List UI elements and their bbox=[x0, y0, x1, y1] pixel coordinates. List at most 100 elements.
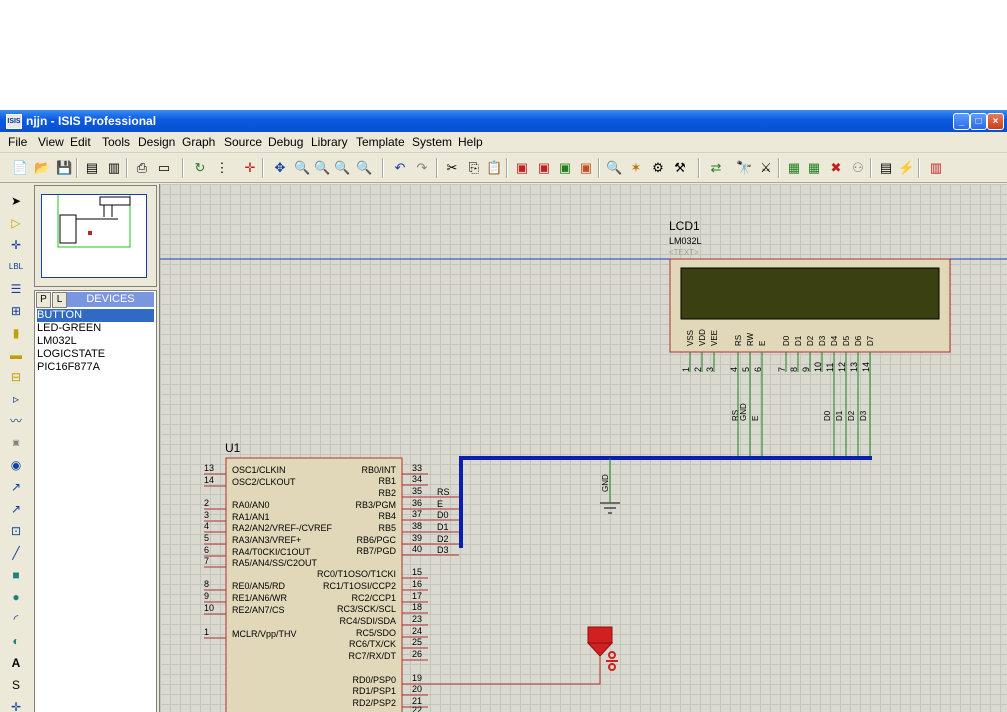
electrical-check-icon[interactable]: ⚡ bbox=[898, 160, 915, 175]
box-tool-icon[interactable]: ■ bbox=[12, 568, 20, 582]
marker-tool-icon[interactable]: ✛ bbox=[10, 700, 22, 712]
mcu-pin-number: 25 bbox=[412, 637, 422, 647]
grid-icon[interactable]: ⋮ bbox=[215, 160, 229, 175]
mcu-pin-number: 2 bbox=[204, 498, 209, 508]
library-manager-button[interactable]: L bbox=[52, 292, 67, 308]
new-sheet-icon[interactable]: ▦ bbox=[787, 160, 801, 175]
block-delete-icon[interactable]: ▣ bbox=[579, 160, 593, 175]
zoom-all-icon[interactable]: 🔍 bbox=[334, 160, 351, 175]
circle-tool-icon[interactable]: ● bbox=[12, 590, 20, 604]
device-item[interactable]: LOGICSTATE bbox=[37, 348, 106, 360]
mcu-pin-number: 4 bbox=[204, 521, 209, 531]
menu-source[interactable]: Source bbox=[224, 135, 263, 149]
device-item[interactable]: BUTTON bbox=[37, 309, 154, 322]
title-bar[interactable]: ISIS njjn - ISIS Professional _ □ × bbox=[0, 110, 1007, 132]
zoom-out-icon[interactable]: 🔍 bbox=[314, 160, 331, 175]
maximize-button[interactable]: □ bbox=[970, 113, 987, 130]
save-icon[interactable]: 💾 bbox=[56, 160, 73, 175]
instrument-icon[interactable]: ⊡ bbox=[10, 524, 22, 538]
virtual-instruments-icon[interactable]: ↗ bbox=[10, 502, 22, 516]
refresh-icon[interactable]: ↻ bbox=[194, 160, 206, 175]
menu-debug[interactable]: Debug bbox=[268, 135, 304, 149]
copy-icon[interactable]: ⎘ bbox=[468, 160, 480, 175]
menu-system[interactable]: System bbox=[412, 135, 453, 149]
voltage-probe-icon[interactable]: ◉ bbox=[10, 458, 22, 472]
zoom-in-icon[interactable]: 🔍 bbox=[294, 160, 311, 175]
terminals-icon[interactable]: ▬ bbox=[10, 348, 22, 362]
menu-edit[interactable]: Edit bbox=[70, 135, 91, 149]
property-tool-icon[interactable]: ⚔ bbox=[760, 160, 772, 175]
bus-icon[interactable]: ⊞ bbox=[10, 304, 22, 318]
lcd-pin-name: D5 bbox=[842, 335, 851, 346]
packaging-tool-icon[interactable]: ⚙ bbox=[652, 160, 664, 175]
export-icon[interactable]: ▥ bbox=[107, 160, 121, 175]
new-file-icon[interactable]: 📄 bbox=[12, 160, 29, 175]
bill-of-materials-icon[interactable]: ▤ bbox=[879, 160, 893, 175]
lcd-ref-label: LCD1 bbox=[669, 219, 700, 233]
make-device-icon[interactable]: ✶ bbox=[630, 160, 642, 175]
minimize-button[interactable]: _ bbox=[953, 113, 970, 130]
block-copy-icon[interactable]: ▣ bbox=[515, 160, 529, 175]
text-script-icon[interactable]: ☰ bbox=[10, 282, 22, 296]
path-tool-icon[interactable]: ◐ bbox=[12, 634, 20, 648]
decompose-icon[interactable]: ⚒ bbox=[674, 160, 686, 175]
close-button[interactable]: × bbox=[987, 113, 1004, 130]
wire-label-icon[interactable]: LBL bbox=[8, 262, 24, 271]
print-icon[interactable]: ⎙ bbox=[136, 160, 148, 175]
redo-icon[interactable]: ↷ bbox=[416, 160, 428, 175]
ares-icon[interactable]: ▥ bbox=[929, 160, 943, 175]
menu-design[interactable]: Design bbox=[138, 135, 176, 149]
device-item[interactable]: LED-GREEN bbox=[37, 322, 102, 334]
selection-mode-icon[interactable]: ➤ bbox=[10, 194, 22, 208]
graph-mode-icon[interactable]: ▹ bbox=[12, 392, 20, 406]
menu-file[interactable]: File bbox=[8, 135, 28, 149]
pick-device-icon[interactable]: 🔍 bbox=[606, 160, 623, 175]
lcd-pin-name: VEE bbox=[710, 330, 719, 346]
print-area-icon[interactable]: ▭ bbox=[157, 160, 171, 175]
mcu-net-label: E bbox=[437, 499, 443, 509]
current-probe-icon[interactable]: ↗ bbox=[10, 480, 22, 494]
menu-template[interactable]: Template bbox=[356, 135, 405, 149]
lcd-pin-name: D3 bbox=[818, 335, 827, 346]
wire-autorouter-icon[interactable]: ⇄ bbox=[710, 160, 722, 175]
block-move-icon[interactable]: ▣ bbox=[537, 160, 551, 175]
zoom-area-icon[interactable]: 🔍 bbox=[356, 160, 373, 175]
mcu-pin-number: 20 bbox=[412, 684, 422, 694]
device-item[interactable]: LM032L bbox=[37, 335, 77, 347]
component-mode-icon[interactable]: ▷ bbox=[11, 216, 21, 230]
search-tag-icon[interactable]: 🔭 bbox=[736, 160, 753, 175]
origin-icon[interactable]: ✛ bbox=[244, 160, 256, 175]
tape-recorder-icon[interactable]: 〰 bbox=[9, 414, 22, 428]
menu-view[interactable]: View bbox=[38, 135, 64, 149]
paste-icon[interactable]: 📋 bbox=[486, 160, 503, 175]
mcu-net-label: D2 bbox=[437, 534, 449, 544]
symbol-tool-icon[interactable]: Ѕ bbox=[11, 678, 20, 692]
text-tool-icon[interactable]: A bbox=[11, 656, 21, 670]
cut-icon[interactable]: ✂ bbox=[446, 160, 458, 175]
remove-sheet-icon[interactable]: ✖ bbox=[830, 160, 842, 175]
arc-tool-icon[interactable]: ◜ bbox=[13, 612, 19, 626]
block-rotate-icon[interactable]: ▣ bbox=[558, 160, 572, 175]
subcircuit-icon[interactable]: ▮ bbox=[12, 326, 20, 340]
mcu-pin-name: RA5/AN4/SS/C2OUT bbox=[232, 558, 318, 568]
device-item[interactable]: PIC16F877A bbox=[37, 361, 100, 373]
menu-library[interactable]: Library bbox=[311, 135, 348, 149]
undo-icon[interactable]: ↶ bbox=[394, 160, 406, 175]
add-sheet-icon[interactable]: ▦ bbox=[807, 160, 821, 175]
device-pins-icon[interactable]: ⊟ bbox=[10, 370, 22, 384]
menu-graph[interactable]: Graph bbox=[182, 135, 216, 149]
line-tool-icon[interactable]: ╱ bbox=[12, 546, 20, 560]
overview-preview bbox=[57, 186, 131, 248]
generator-icon[interactable]: ▣ bbox=[12, 438, 20, 447]
junction-icon[interactable]: ✛ bbox=[10, 238, 22, 252]
pan-icon[interactable]: ✥ bbox=[274, 160, 286, 175]
import-icon[interactable]: ▤ bbox=[85, 160, 99, 175]
goto-sheet-icon[interactable]: ⚇ bbox=[852, 160, 864, 175]
overview-window[interactable] bbox=[34, 185, 157, 287]
open-file-icon[interactable]: 📂 bbox=[34, 160, 51, 175]
pick-devices-button[interactable]: P bbox=[36, 292, 51, 308]
lcd-pin-number: 8 bbox=[789, 367, 799, 372]
menu-tools[interactable]: Tools bbox=[102, 135, 131, 149]
menu-help[interactable]: Help bbox=[458, 135, 483, 149]
